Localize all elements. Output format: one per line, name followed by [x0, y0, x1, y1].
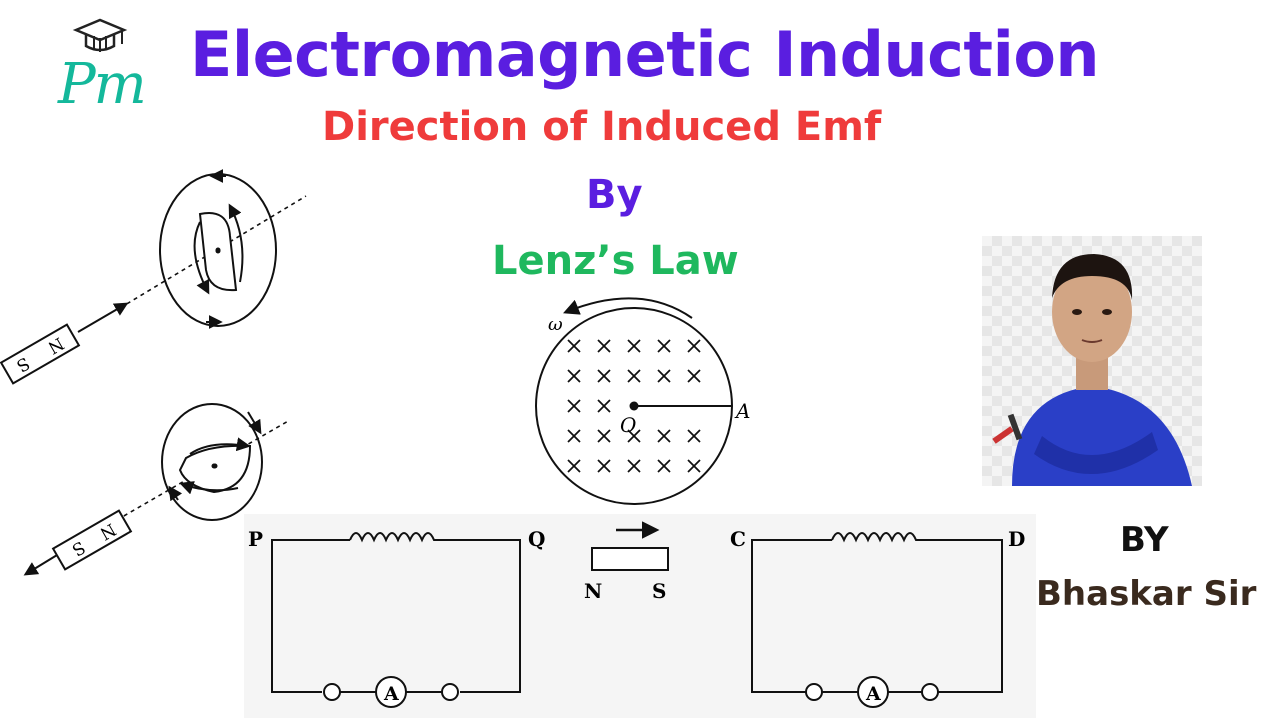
- label-q: Q: [528, 527, 545, 551]
- page-subtitle: Direction of Induced Emf: [322, 104, 882, 150]
- circuit-right: [751, 532, 1003, 708]
- label-p: P: [248, 527, 263, 551]
- presenter-by-label: BY: [1120, 520, 1169, 560]
- graduation-cap-icon: [72, 18, 128, 52]
- middle-bar-magnet: [591, 547, 669, 571]
- bar-magnet-bottom: S N: [51, 509, 133, 571]
- bar-magnet-top: S N: [0, 323, 81, 385]
- magnet-loop-diagrams: S N S N: [0, 169, 307, 576]
- coil-left: [349, 532, 440, 543]
- label-d: D: [1008, 527, 1025, 551]
- rotating-disc-diagram: ω O A: [535, 297, 750, 505]
- page-title: Electromagnetic Induction: [190, 18, 1100, 91]
- svg-text:A: A: [383, 683, 399, 705]
- label-n: N: [584, 579, 602, 603]
- label-s: S: [652, 579, 666, 603]
- center-label: O: [620, 413, 636, 437]
- disc-center: [629, 401, 639, 411]
- law-label: Lenz’s Law: [492, 238, 739, 284]
- omega-label: ω: [548, 314, 563, 335]
- edge-label: A: [734, 399, 750, 423]
- approaching-magnet-diagram: S N: [0, 169, 307, 385]
- by-label: By: [586, 172, 643, 218]
- circuit-left: [271, 532, 521, 708]
- presenter-photo: [982, 236, 1202, 486]
- ammeter-right: [857, 676, 889, 708]
- label-c: C: [730, 527, 746, 551]
- presenter-illustration: [992, 254, 1192, 486]
- logo-text: Pm: [58, 52, 147, 117]
- presenter-name: Bhaskar Sir: [1036, 574, 1257, 614]
- coil-right: [831, 532, 922, 543]
- receding-magnet-diagram: S N: [23, 403, 291, 576]
- ammeter-left: [375, 676, 407, 708]
- circuits-diagram: A P Q N S A C D: [248, 521, 1025, 708]
- svg-text:A: A: [865, 683, 881, 705]
- field-crosses: [567, 339, 701, 473]
